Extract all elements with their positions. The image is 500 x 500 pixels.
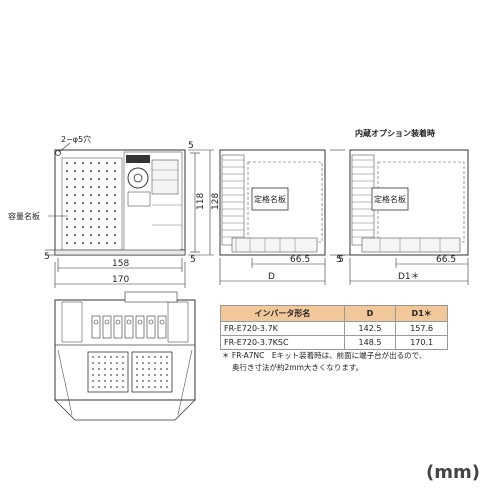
capacity-plate-label: 容量名板 (8, 211, 40, 221)
col-header-d1: D1＊ (395, 305, 448, 322)
footnote-line-1: ＊ FR-A7NC Eキット装着時は、前面に端子台が出るので、 (222, 351, 427, 360)
rating-plate-label-mid: 定格名板 (254, 194, 286, 204)
option-installed-title: 内蔵オプション装着時 (355, 128, 435, 138)
dim-66-5-right: 66.5 (436, 255, 456, 265)
dim-5-left: 5 (44, 252, 50, 262)
dim-D: D (268, 272, 275, 282)
front-dimension-lines (45, 149, 214, 288)
table-row: FR-E720-3.7KSC 148.5 170.1 (220, 335, 448, 350)
footnote-line-2: 奥行き寸法が約2mm大きくなります。 (232, 363, 364, 372)
front-view (48, 142, 186, 256)
dim-5-top: 5 (188, 141, 194, 151)
side-view-option (349, 149, 469, 256)
col-header-model: インバータ形名 (220, 305, 345, 322)
cell-model: FR-E720-3.7KSC (220, 335, 345, 350)
table-row: FR-E720-3.7K 142.5 157.6 (220, 321, 448, 336)
dim-66-5-mid: 66.5 (290, 255, 310, 265)
footnote: ＊ FR-A7NC Eキット装着時は、前面に端子台が出るので、 奥行き寸法が約2… (222, 350, 452, 374)
spec-table: インバータ形名 D D1＊ FR-E720-3.7K 142.5 157.6 F… (220, 305, 448, 350)
dim-5-bottom: 5 (190, 255, 196, 265)
dim-D1: D1＊ (398, 272, 420, 282)
dim-118: 118 (196, 193, 206, 210)
cell-d1: 170.1 (395, 335, 448, 350)
dim-5-right: 5 (338, 255, 344, 265)
rating-plate-label-right: 定格名板 (374, 194, 406, 204)
cell-d1: 157.6 (395, 321, 448, 336)
table-header-row: インバータ形名 D D1＊ (220, 305, 448, 322)
cell-model: FR-E720-3.7K (220, 321, 345, 336)
col-header-d: D (343, 305, 397, 322)
dim-158: 158 (112, 259, 129, 269)
unit-label: (mm) (426, 462, 480, 483)
dim-5-mid: 5 (336, 255, 342, 265)
option-dimension-lines (338, 254, 469, 285)
dim-128: 128 (211, 193, 221, 210)
cell-d: 142.5 (343, 321, 397, 336)
cell-d: 148.5 (343, 335, 397, 350)
hole-label: 2−φ5穴 (61, 134, 91, 144)
side-view (219, 149, 326, 256)
bottom-view (54, 291, 196, 421)
dim-170: 170 (112, 275, 129, 285)
